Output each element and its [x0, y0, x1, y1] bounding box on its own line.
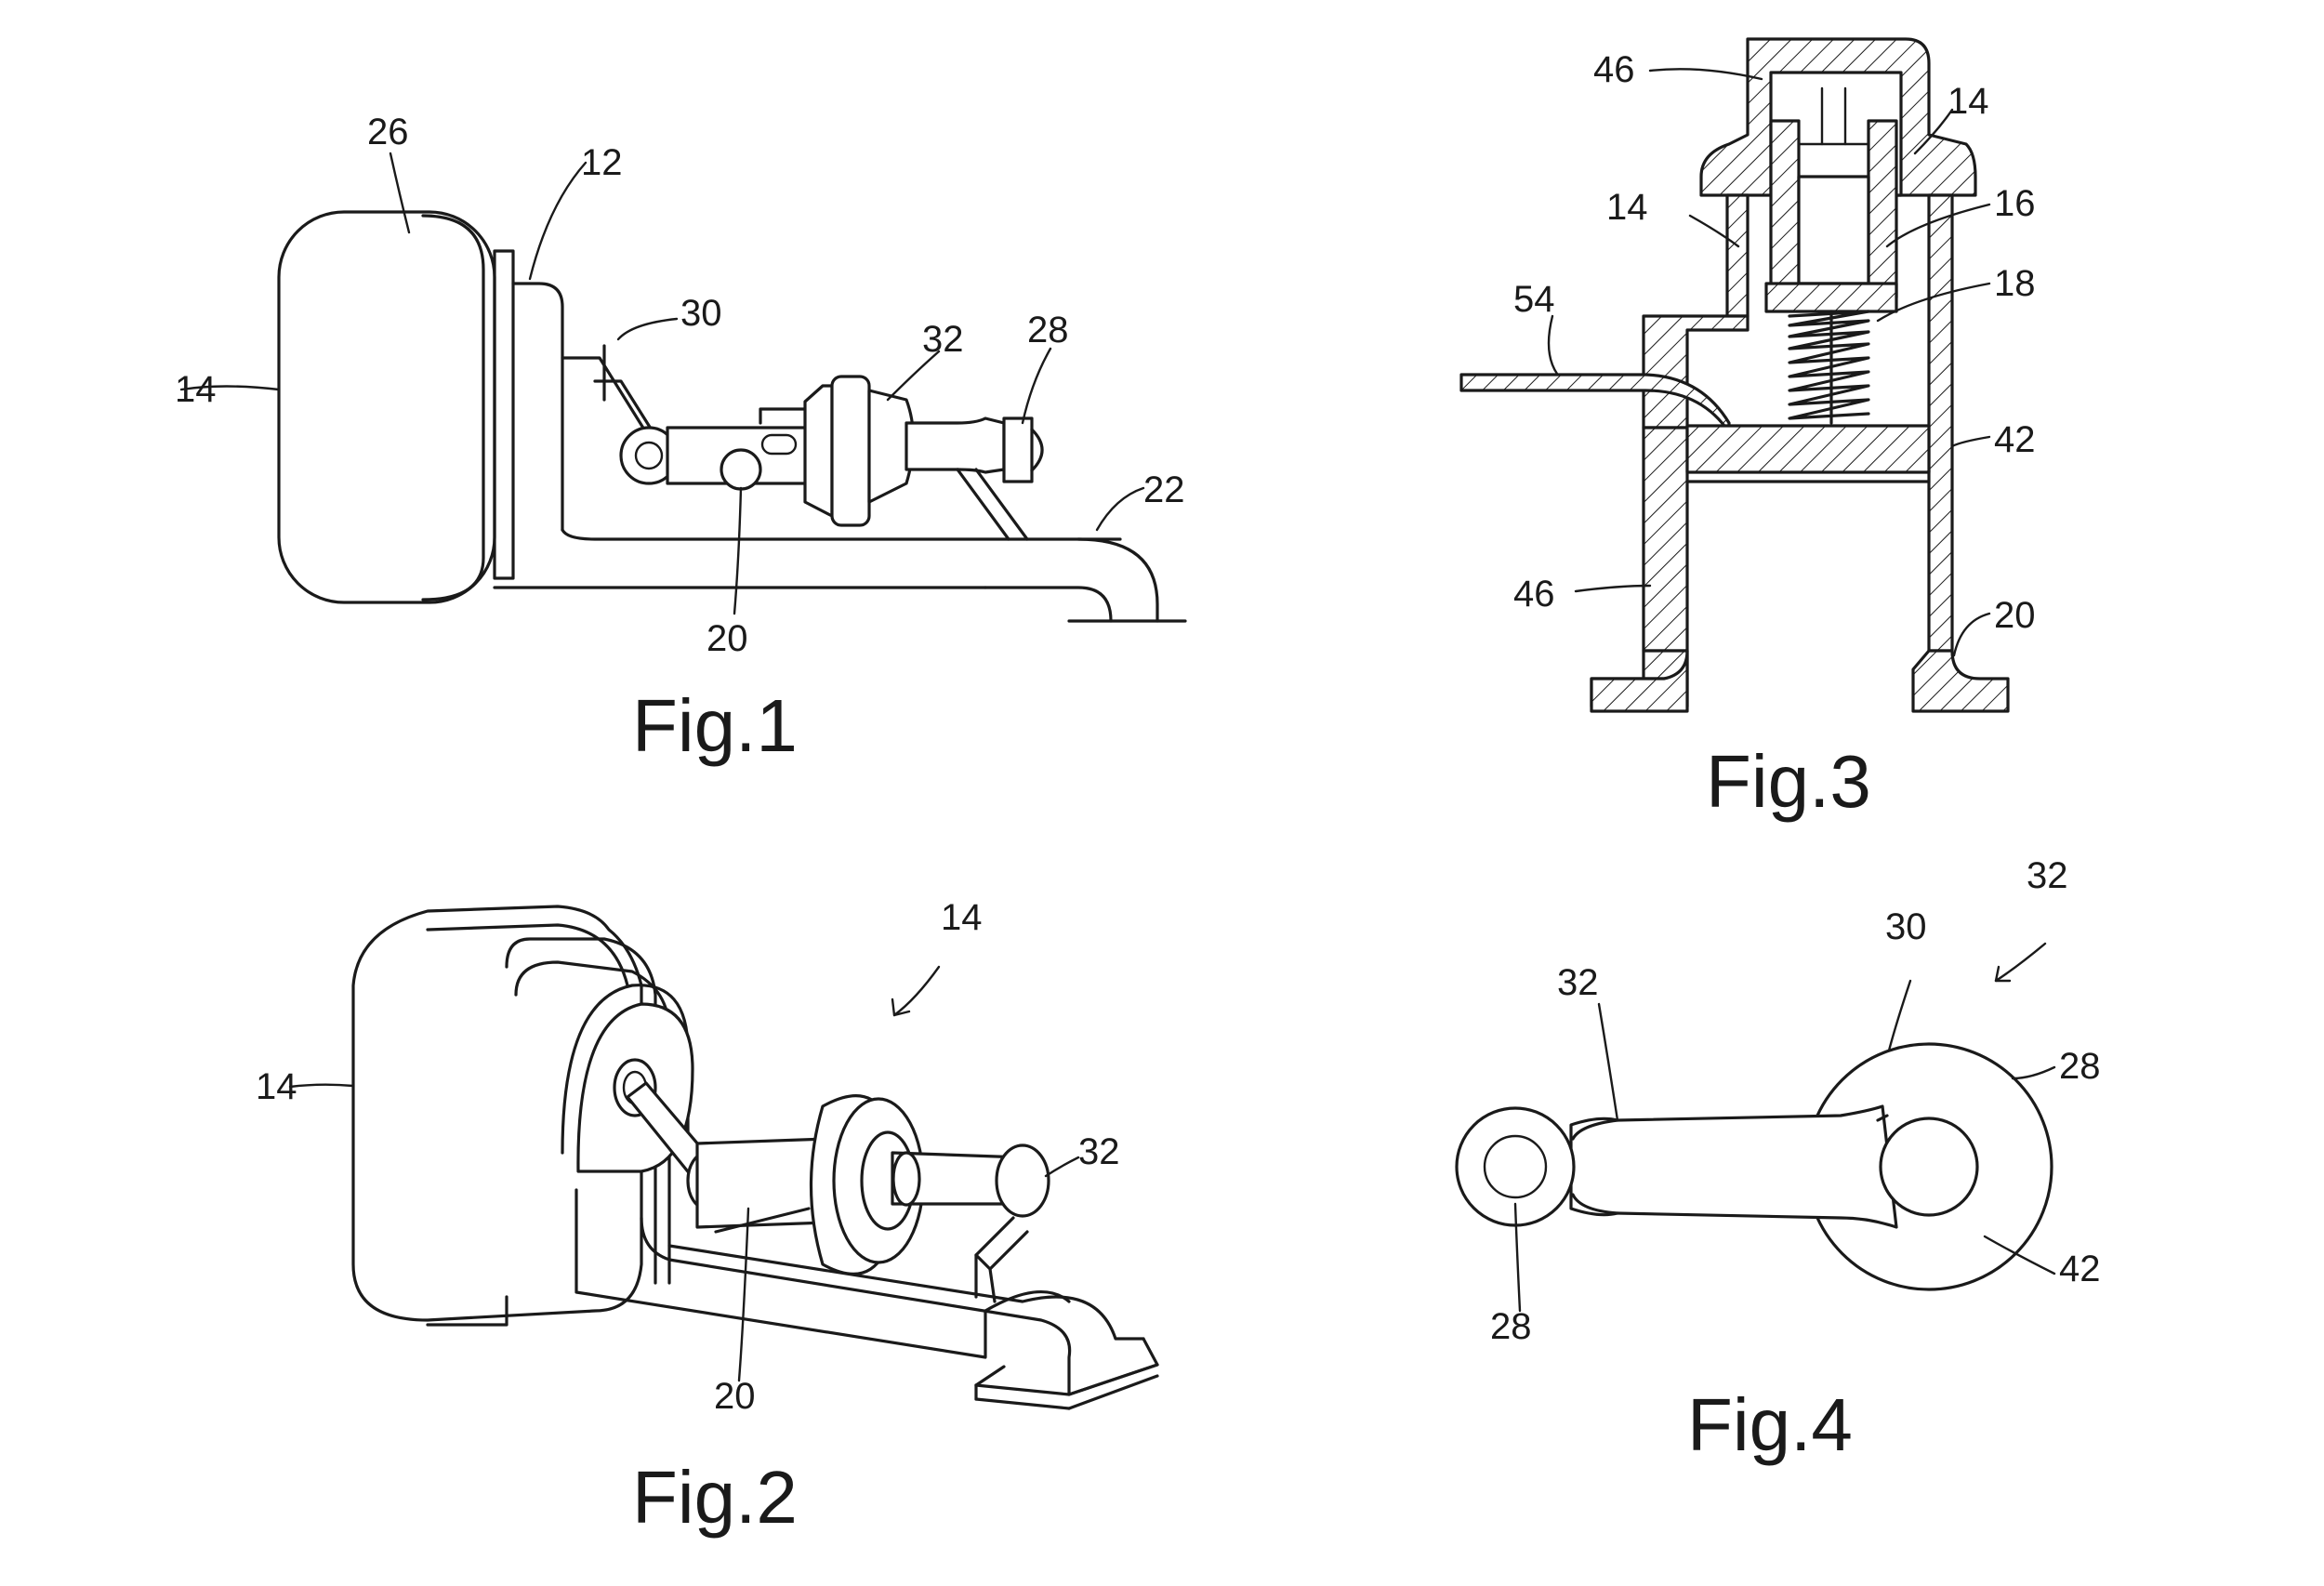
fig2-label-32: 32: [1078, 1131, 1120, 1172]
fig3-label-20: 20: [1994, 595, 2036, 636]
fig2-label-20: 20: [714, 1376, 756, 1417]
fig3-leaders: [1547, 68, 1991, 657]
fig1-label-22: 22: [1143, 469, 1185, 510]
fig2-label-14-housing: 14: [256, 1066, 297, 1107]
fig4-label-32-arrow: 32: [2027, 855, 2068, 896]
fig2-caption: Fig.2: [632, 1456, 798, 1539]
fig1-label-32: 32: [922, 319, 964, 360]
fig1-reference-numerals: 26 12 30 32 28 14 22 20: [175, 112, 1185, 659]
fig1-label-28: 28: [1027, 310, 1069, 350]
fig2-leaders: [288, 965, 1080, 1382]
fig4-label-42: 42: [2059, 1249, 2101, 1289]
fig4-label-32-link: 32: [1557, 962, 1599, 1003]
fig2-reference-numerals: 14 14 32 20: [256, 897, 1120, 1417]
fig1-label-30: 30: [680, 293, 722, 334]
fig4-label-28-left: 28: [1490, 1306, 1532, 1347]
fig2-shaft-assembly: [695, 1094, 1050, 1303]
fig2-label-14-arrow: 14: [941, 897, 983, 938]
fig3-label-46-top: 46: [1593, 49, 1635, 90]
figure-1: 26 12 30 32 28 14 22 20 Fig.1: [175, 112, 1187, 767]
fig3-label-16: 16: [1994, 183, 2036, 224]
fig1-base-bracket: [561, 528, 1187, 623]
fig3-body-walls: [1590, 193, 2010, 713]
fig3-piston: [1685, 424, 1931, 483]
fig3-label-14-left: 14: [1606, 187, 1648, 228]
fig3-label-54: 54: [1513, 279, 1555, 320]
fig4-label-28-right: 28: [2059, 1046, 2101, 1087]
fig4-leaders: [1513, 942, 2056, 1313]
fig3-spring: [1788, 310, 1870, 425]
fig1-housing: [277, 210, 987, 604]
fig2-housing: [351, 905, 671, 1327]
fig3-lever-plate: [1459, 373, 1731, 434]
fig1-shaft-assembly: [666, 375, 1044, 541]
fig3-label-46-bottom: 46: [1513, 574, 1555, 615]
fig3-reference-numerals: 46 14 14 16 18 54 42 46 20: [1513, 49, 2036, 636]
fig3-cap: [1699, 37, 1977, 197]
fig1-crank-arm: [561, 344, 679, 485]
fig1-leaders: [179, 152, 1145, 615]
fig1-label-12: 12: [581, 142, 623, 183]
fig3-label-14-top: 14: [1948, 81, 1989, 122]
fig4-label-30: 30: [1885, 906, 1927, 947]
figure-3: 46 14 14 16 18 54 42 46 20 Fig.3: [1459, 37, 2036, 823]
fig4-lever: [1455, 1042, 2053, 1291]
fig3-label-18: 18: [1994, 263, 2036, 304]
fig3-plunger: [1764, 86, 1898, 313]
figure-4: 32 32 30 28 28 42 Fig.4: [1455, 855, 2101, 1466]
figure-2: 14 14 32 20 Fig.2: [256, 897, 1159, 1539]
fig2-base: [574, 1188, 1159, 1410]
fig1-caption: Fig.1: [632, 684, 798, 767]
fig4-caption: Fig.4: [1687, 1383, 1853, 1466]
fig1-label-26: 26: [367, 112, 409, 152]
fig1-label-20: 20: [706, 618, 748, 659]
fig3-label-42: 42: [1994, 419, 2036, 460]
fig1-label-14: 14: [175, 369, 217, 410]
fig3-caption: Fig.3: [1706, 740, 1871, 823]
fig4-reference-numerals: 32 32 30 28 28 42: [1490, 855, 2101, 1347]
